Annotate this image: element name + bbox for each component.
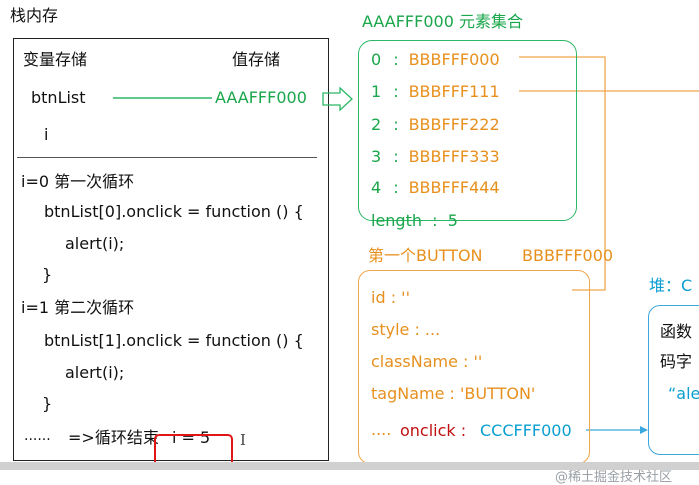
btnlist-value: AAAFFF000 xyxy=(215,88,307,107)
list-item: 3: BBBFFF333 xyxy=(371,147,500,167)
list-item: 4: BBBFFF444 xyxy=(371,178,500,198)
loop1-alert: alert(i); xyxy=(65,363,125,382)
heap-line-3: “ale xyxy=(668,384,699,403)
loop0-assignment: btnList[0].onclick = function () { xyxy=(44,202,304,221)
var-btnlist: btnList xyxy=(31,88,86,107)
element-collection-title: AAAFFF000 元素集合 xyxy=(362,12,523,31)
stack-memory-title: 栈内存 xyxy=(10,6,59,25)
item-separator: : xyxy=(393,50,399,69)
arrow-to-elements-icon xyxy=(322,86,353,112)
bottom-bar xyxy=(0,462,699,470)
loop0-heading: i=0 第一次循环 xyxy=(21,172,135,191)
item-separator: : xyxy=(393,82,399,101)
loop1-close-brace: } xyxy=(42,394,53,413)
item-separator: : xyxy=(393,115,399,134)
item-value: BBBFFF111 xyxy=(408,82,500,101)
loop0-alert: alert(i); xyxy=(65,234,125,253)
loop-end-value: i = 5 xyxy=(172,428,211,447)
item-index: 2 xyxy=(371,115,382,134)
item-value: BBBFFF222 xyxy=(408,115,500,134)
prop-classname: className : '' xyxy=(371,352,483,371)
item-separator: : xyxy=(393,178,399,197)
element-collection-box xyxy=(358,40,577,221)
loop1-assignment: btnList[1].onclick = function () { xyxy=(44,331,304,350)
prop-style: style : ... xyxy=(371,320,441,339)
item-index: 0 xyxy=(371,50,382,69)
watermark: @稀土掘金技术社区 xyxy=(555,470,673,485)
variable-storage-header: 变量存储 xyxy=(23,50,88,69)
button-object-title: 第一个BUTTON xyxy=(368,246,483,265)
prop-id: id : '' xyxy=(371,288,410,307)
heap-box xyxy=(648,305,699,455)
heap-line-1: 函数 xyxy=(660,322,693,341)
item-index: 3 xyxy=(371,147,382,166)
item-index: 4 xyxy=(371,178,382,197)
loop-end-text: =>循环结束 xyxy=(68,428,159,447)
arrow-to-heap-icon xyxy=(640,426,648,434)
item-value: BBBFFF000 xyxy=(408,50,500,69)
heap-title: 堆：C xyxy=(649,276,693,295)
item-value: BBBFFF444 xyxy=(408,178,500,197)
value-storage-header: 值存储 xyxy=(232,50,281,69)
end-ellipsis: ...... xyxy=(24,428,51,444)
stack-separator xyxy=(17,157,317,158)
prop-tagname: tagName : 'BUTTON' xyxy=(371,384,536,403)
button-object-address: BBBFFF000 xyxy=(522,246,614,265)
onclick-value: CCCFFF000 xyxy=(480,421,572,440)
loop0-close-brace: } xyxy=(42,265,53,284)
loop1-heading: i=1 第二次循环 xyxy=(21,298,135,317)
connector-lines xyxy=(113,56,699,434)
stack-memory-box xyxy=(13,38,329,461)
heap-line-2: 码字 xyxy=(660,352,693,371)
onclick-ellipsis: .... xyxy=(371,420,392,439)
item-index: 1 xyxy=(371,82,382,101)
length-property: length : 5 xyxy=(371,211,458,230)
var-i: i xyxy=(44,125,49,144)
item0-connector xyxy=(519,56,606,291)
item-separator: : xyxy=(393,147,399,166)
onclick-label: onclick : xyxy=(400,421,467,440)
list-item: 0: BBBFFF000 xyxy=(371,50,500,70)
list-item: 1: BBBFFF111 xyxy=(371,82,500,102)
item-value: BBBFFF333 xyxy=(408,147,500,166)
text-cursor-icon: I xyxy=(240,431,246,449)
list-item: 2: BBBFFF222 xyxy=(371,115,500,135)
